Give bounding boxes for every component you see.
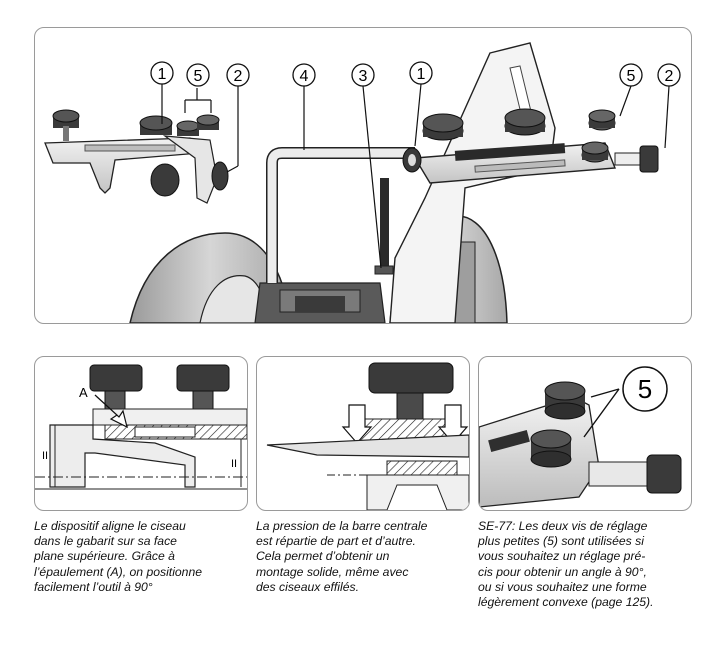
svg-text:5: 5 xyxy=(638,374,652,404)
callout-5: 5 xyxy=(622,366,668,412)
svg-text:2: 2 xyxy=(665,68,674,85)
tool-shoulder xyxy=(49,424,196,488)
pressure-section-drawing xyxy=(266,362,469,510)
end-knob xyxy=(646,454,682,494)
adjustment-screws-drawing: 5 xyxy=(479,366,682,508)
callout-3: 3 xyxy=(351,63,375,87)
detail-panel-adjustment-screws: 5 xyxy=(478,356,692,511)
svg-text:5: 5 xyxy=(194,68,203,85)
callout-1-right: 1 xyxy=(409,61,433,85)
jig-assembly-drawing: 1 5 2 4 3 1 5 2 xyxy=(44,42,681,323)
main-illustration-panel: 1 5 2 4 3 1 5 2 xyxy=(34,27,692,324)
knob xyxy=(368,362,454,420)
knob xyxy=(139,115,173,135)
machine-base xyxy=(254,282,386,323)
svg-text:2: 2 xyxy=(234,68,243,85)
callout-5-right: 5 xyxy=(619,63,643,87)
adjustment-screw xyxy=(530,429,572,468)
knob xyxy=(89,364,143,412)
adjustment-screw xyxy=(588,109,616,131)
left-jig xyxy=(44,135,218,204)
adjustment-screw xyxy=(196,114,220,130)
pressure-arrow-left xyxy=(341,404,373,444)
guide-profile xyxy=(366,474,469,510)
support-bar xyxy=(266,147,415,283)
adjustment-screw xyxy=(544,381,586,420)
knob xyxy=(504,108,546,136)
arrow-a xyxy=(94,394,128,429)
label-a: A xyxy=(79,385,88,400)
svg-text:1: 1 xyxy=(417,66,426,83)
caption-alignment: Le dispositif aligne le ciseau dans le g… xyxy=(34,519,203,594)
detail-panel-pressure xyxy=(256,356,470,511)
knob xyxy=(422,113,464,141)
svg-text:5: 5 xyxy=(627,68,636,85)
knob xyxy=(176,364,230,412)
callout-2-right: 2 xyxy=(657,63,681,87)
callout-leaders xyxy=(583,388,620,438)
label-parallel-right: II xyxy=(231,458,237,470)
caption-adjustment-screws: SE-77: Les deux vis de réglage plus peti… xyxy=(478,519,654,610)
base-section xyxy=(386,460,458,476)
adjustment-screw xyxy=(176,120,200,136)
svg-text:3: 3 xyxy=(359,68,368,85)
detail-panel-alignment: A II II xyxy=(34,356,248,511)
engraved-label xyxy=(488,430,530,452)
right-jig xyxy=(402,142,659,184)
svg-text:4: 4 xyxy=(300,68,309,85)
callout-2-left: 2 xyxy=(226,63,250,87)
callout-1-left: 1 xyxy=(150,61,174,85)
alignment-section-drawing: A II II xyxy=(35,364,247,490)
tapered-chisel xyxy=(266,434,469,458)
callout-5-left: 5 xyxy=(186,63,210,87)
label-parallel-left: II xyxy=(42,450,48,462)
callout-leaders xyxy=(161,83,670,269)
threaded-rod xyxy=(374,178,394,275)
svg-text:1: 1 xyxy=(158,66,167,83)
chisel-section xyxy=(134,426,196,438)
knob xyxy=(150,161,229,197)
callout-4: 4 xyxy=(292,63,316,87)
caption-pressure: La pression de la barre centrale est rép… xyxy=(256,519,428,594)
knob xyxy=(52,109,80,141)
adjustment-screw xyxy=(581,141,609,163)
